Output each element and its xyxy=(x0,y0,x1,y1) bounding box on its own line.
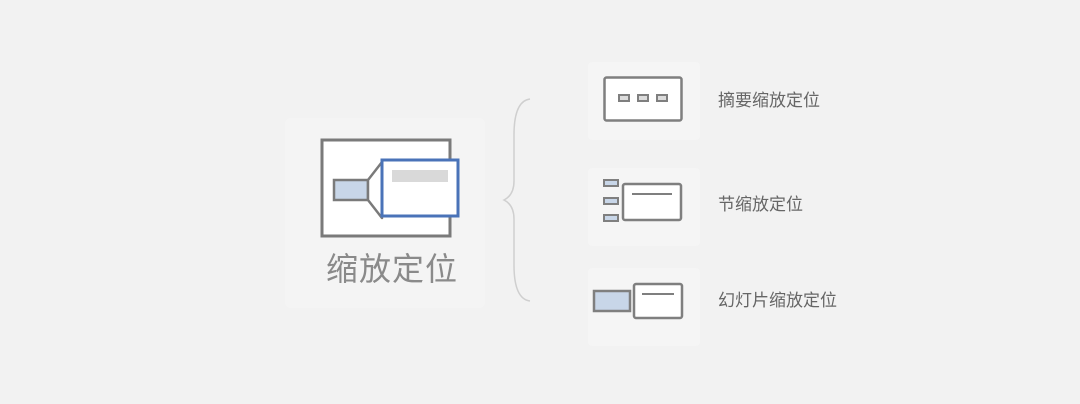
zoom-icon xyxy=(320,138,460,238)
summary-zoom-icon xyxy=(603,76,683,122)
slide-zoom-label: 幻灯片缩放定位 xyxy=(718,291,837,311)
left-brace xyxy=(502,98,531,302)
summary-zoom-label: 摘要缩放定位 xyxy=(718,91,820,111)
main-label: 缩放定位 xyxy=(325,250,458,288)
slide-zoom-icon xyxy=(592,282,684,320)
section-zoom-icon xyxy=(603,179,683,222)
section-zoom-label: 节缩放定位 xyxy=(718,195,803,215)
